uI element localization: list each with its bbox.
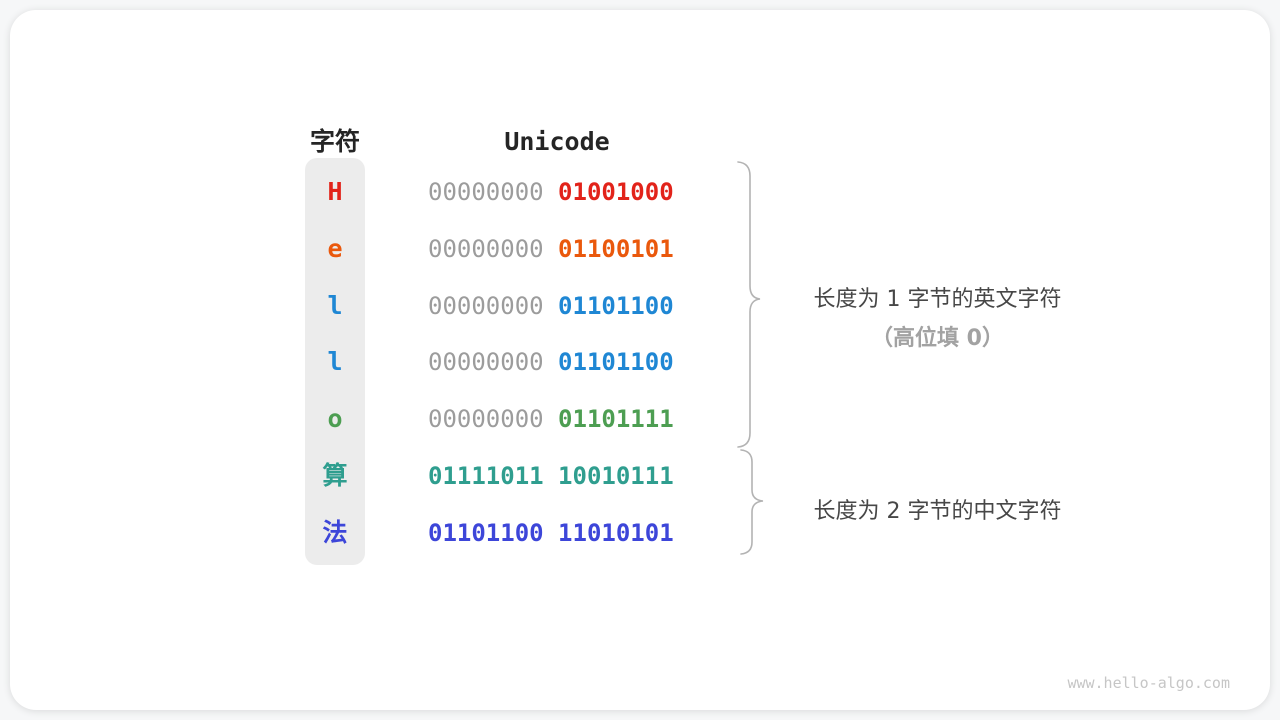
brace-1-byte-group-icon — [737, 161, 761, 448]
column-header-unicode: Unicode — [504, 127, 610, 156]
unicode-bytes: 00000000 01101111 — [428, 391, 674, 448]
char-cell: 算 — [322, 460, 348, 490]
char-cell: H — [327, 177, 343, 206]
encoding-rows: H 00000000 01001000 e 00000000 01100101 l 000… — [10, 164, 1270, 562]
byte-high: 00000000 — [428, 291, 544, 320]
brace-2-byte-group-icon — [740, 449, 764, 555]
byte-high: 00000000 — [428, 348, 544, 377]
byte-low: 01101100 — [558, 348, 674, 377]
unicode-bytes: 00000000 01001000 — [428, 164, 674, 221]
column-header-char: 字符 — [309, 127, 360, 156]
annotation-ascii-line2: （高位填 0） — [871, 326, 1004, 351]
unicode-bytes: 00000000 01101100 — [428, 278, 674, 335]
unicode-bytes: 00000000 01100101 — [428, 221, 674, 278]
table-row: 算 01111011 10010111 — [10, 448, 1270, 505]
char-cell: 法 — [322, 517, 348, 547]
char-cell: o — [327, 404, 343, 434]
unicode-bytes: 01111011 10010111 — [428, 448, 674, 505]
byte-low: 01100101 — [558, 234, 674, 263]
byte-low: 10010111 — [558, 461, 674, 490]
annotation-ascii-group: 长度为 1 字节的英文字符 （高位填 0） — [775, 280, 1100, 358]
table-row: H 00000000 01001000 — [10, 164, 1270, 221]
unicode-bytes: 00000000 01101100 — [428, 334, 674, 391]
byte-high: 00000000 — [428, 405, 544, 434]
table-row: l 00000000 01101100 — [10, 278, 1270, 335]
byte-high: 00000000 — [428, 234, 544, 263]
table-row: e 00000000 01100101 — [10, 221, 1270, 278]
table-row: 法 01101100 11010101 — [10, 505, 1270, 562]
char-cell: l — [327, 290, 343, 320]
byte-low: 01101100 — [558, 291, 674, 320]
byte-high: 01101100 — [428, 518, 544, 547]
watermark: www.hello-algo.com — [1067, 674, 1230, 692]
byte-low: 11010101 — [558, 518, 674, 547]
char-column-background — [305, 158, 365, 565]
table-row: l 00000000 01101100 — [10, 334, 1270, 391]
byte-low: 01001000 — [558, 178, 674, 206]
char-cell: e — [327, 233, 343, 263]
annotation-chinese-group: 长度为 2 字节的中文字符 — [813, 499, 1062, 524]
char-cell: l — [327, 347, 343, 377]
annotation-ascii-line1: 长度为 1 字节的英文字符 — [813, 287, 1062, 312]
byte-high: 00000000 — [428, 178, 544, 206]
unicode-bytes: 01101100 11010101 — [428, 505, 674, 562]
table-row: o 00000000 01101111 — [10, 391, 1270, 448]
diagram-card: 字符 Unicode H 00000000 01001000 e 00000000 0… — [10, 10, 1270, 710]
byte-low: 01101111 — [558, 405, 674, 434]
byte-high: 01111011 — [428, 461, 544, 490]
